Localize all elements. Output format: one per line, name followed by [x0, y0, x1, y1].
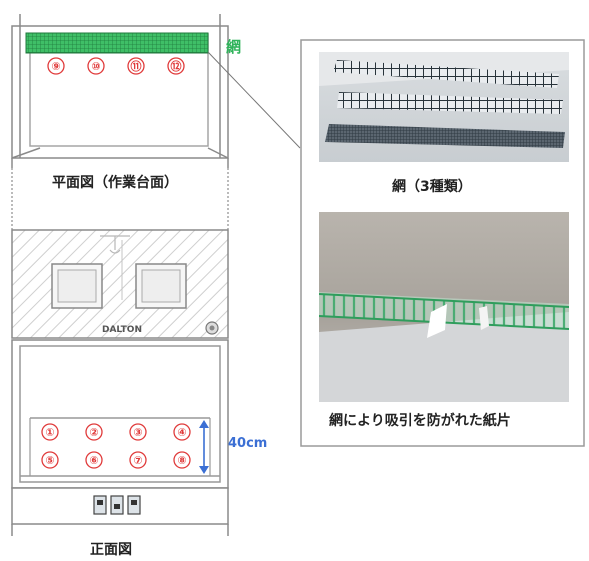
mesh-label: 網 [226, 38, 242, 56]
front-view-label: 正面図 [90, 542, 132, 558]
position-marker-ring [41, 423, 59, 441]
mesh-types-caption: 網（3種類） [392, 179, 472, 195]
mesh-samples-photo [319, 52, 569, 162]
position-marker: ⑥ [89, 454, 98, 467]
front-position-markers: ① ② ③ ④ ⑤ ⑥ ⑦ ⑧ [41, 423, 191, 469]
control-switches [93, 495, 141, 515]
position-marker-ring [85, 423, 103, 441]
position-marker-ring [167, 57, 185, 75]
position-marker: ④ [177, 426, 186, 439]
position-marker: ⑫ [171, 59, 182, 73]
mesh-strip [25, 32, 209, 54]
paper-caption: 網により吸引を防がれた紙片 [329, 413, 511, 429]
position-marker-ring [129, 423, 147, 441]
position-marker: ① [45, 426, 54, 439]
position-marker: ⑨ [51, 60, 60, 73]
position-marker: ⑩ [91, 60, 100, 73]
position-marker-ring [173, 423, 191, 441]
height-label: 40cm [228, 436, 268, 451]
position-marker-ring [127, 57, 145, 75]
height-dimension-arrow [199, 420, 209, 474]
brand-label: DALTON [102, 325, 142, 335]
position-marker-ring [87, 57, 105, 75]
mesh-leader-line [207, 51, 301, 149]
position-marker-ring [129, 451, 147, 469]
position-marker: ② [89, 426, 98, 439]
plan-view-label: 平面図（作業台面） [52, 175, 178, 191]
position-marker: ⑧ [177, 454, 186, 467]
position-marker-ring [47, 57, 65, 75]
position-marker-ring [41, 451, 59, 469]
position-marker: ⑤ [45, 454, 54, 467]
position-marker-ring [85, 451, 103, 469]
position-marker: ⑪ [131, 59, 142, 73]
plan-position-markers: ⑨ ⑩ ⑪ ⑫ [47, 57, 185, 75]
paper-on-mesh-photo [319, 212, 569, 402]
position-marker-ring [173, 451, 191, 469]
position-marker: ⑦ [133, 454, 142, 467]
position-marker: ③ [133, 426, 142, 439]
front-view: DALTON [11, 229, 229, 536]
